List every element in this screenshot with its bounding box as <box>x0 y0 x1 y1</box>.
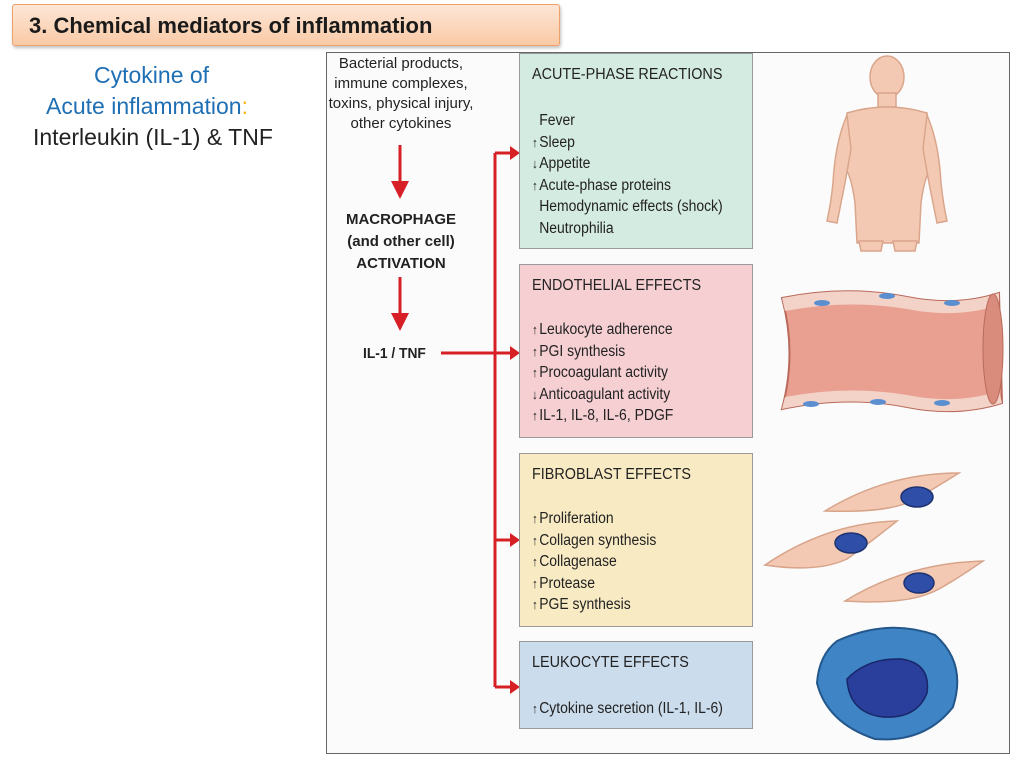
list-item: ↑Collagenase <box>532 551 656 573</box>
list-item: ↑IL-1, IL-8, IL-6, PDGF <box>532 405 673 427</box>
list-item: Fever <box>539 112 575 129</box>
fibroblast-heading: FIBROBLAST EFFECTS <box>532 466 691 483</box>
up-arrow-icon: ↑ <box>532 511 538 526</box>
stimuli-line2: immune complexes, <box>334 75 468 92</box>
up-arrow-icon: ↑ <box>532 575 538 591</box>
acute-phase-heading: ACUTE-PHASE REACTIONS <box>532 66 723 83</box>
other-cell-label: (and other cell) <box>347 233 455 250</box>
slide-title: 3. Chemical mediators of inflammation <box>29 13 433 38</box>
leukocyte-list: ↑Cytokine secretion (IL-1, IL-6) <box>532 698 744 720</box>
list-item: ↑Acute-phase proteins <box>532 175 723 197</box>
flow-arrows <box>391 145 520 694</box>
list-item: ↑Sleep <box>532 132 723 154</box>
up-arrow-icon: ↑ <box>532 408 538 423</box>
cytokine-label-line2: Acute inflammation: <box>46 91 248 122</box>
figure-graphics <box>391 55 1004 741</box>
fibroblast-panel: FIBROBLAST EFFECTS ↑Proliferation ↑Colla… <box>519 453 753 627</box>
up-arrow-icon: ↑ <box>532 701 538 716</box>
leukocyte-panel: LEUKOCYTE EFFECTS ↑Cytokine secretion (I… <box>519 641 753 729</box>
activation-label: ACTIVATION <box>356 255 446 272</box>
cytokine-label-line1: Cytokine of <box>94 62 210 88</box>
down-arrow-icon: ↓ <box>532 386 538 402</box>
colon-mark: : <box>241 93 248 119</box>
up-arrow-icon: ↑ <box>532 322 538 337</box>
acute-phase-panel: ACUTE-PHASE REACTIONS Fever ↑Sleep ↓Appe… <box>519 53 753 249</box>
fibroblast-list: ↑Proliferation ↑Collagen synthesis ↑Coll… <box>532 508 670 616</box>
list-item: ↑Procoagulant activity <box>532 362 673 384</box>
list-item: ↑PGI synthesis <box>532 341 673 363</box>
cytokine-effects-figure: Bacterial products, immune complexes, to… <box>326 52 1010 754</box>
endothelial-heading: ENDOTHELIAL EFFECTS <box>532 277 702 294</box>
list-item: Neutrophilia <box>539 219 614 237</box>
interleukin-tnf-label: Interleukin (IL-1) & TNF <box>33 124 273 150</box>
il1-tnf-label: IL-1 / TNF <box>363 345 426 362</box>
up-arrow-icon: ↑ <box>532 134 538 150</box>
stimuli-line4: other cytokines <box>350 115 452 132</box>
list-item: ↓Anticoagulant activity <box>532 384 673 406</box>
blood-vessel-illustration <box>780 290 1004 413</box>
leukocyte-cell-illustration <box>815 626 959 741</box>
endothelial-list: ↑Leukocyte adherence ↑PGI synthesis ↑Pro… <box>532 319 689 427</box>
list-item: ↑Leukocyte adherence <box>532 319 673 341</box>
down-arrow-icon: ↓ <box>532 156 538 171</box>
list-item: ↑Protease <box>532 573 656 595</box>
up-arrow-icon: ↑ <box>532 365 538 380</box>
up-arrow-icon: ↑ <box>532 343 538 359</box>
list-item: ↓Appetite <box>532 153 723 175</box>
up-arrow-icon: ↑ <box>532 597 538 612</box>
stimuli-line3: toxins, physical injury, <box>328 95 474 112</box>
leukocyte-heading: LEUKOCYTE EFFECTS <box>532 654 689 671</box>
stimuli-line1: Bacterial products, <box>338 55 464 72</box>
slide-title-box: 3. Chemical mediators of inflammation <box>12 4 560 46</box>
list-item: ↑Cytokine secretion (IL-1, IL-6) <box>532 698 723 720</box>
list-item: Hemodynamic effects (shock) <box>539 198 723 215</box>
endothelial-panel: ENDOTHELIAL EFFECTS ↑Leukocyte adherence… <box>519 264 753 438</box>
up-arrow-icon: ↑ <box>532 177 538 193</box>
up-arrow-icon: ↑ <box>532 554 538 569</box>
acute-phase-list: Fever ↑Sleep ↓Appetite ↑Acute-phase prot… <box>532 110 744 239</box>
list-item: ↑PGE synthesis <box>532 594 656 616</box>
up-arrow-icon: ↑ <box>532 532 538 548</box>
fibroblast-cells-illustration <box>762 472 986 603</box>
acute-inflammation-text: Acute inflammation <box>46 93 242 119</box>
list-item: ↑Collagen synthesis <box>532 530 656 552</box>
list-item: ↑Proliferation <box>532 508 656 530</box>
macrophage-label: MACROPHAGE <box>345 211 456 228</box>
human-body-illustration <box>826 55 948 252</box>
